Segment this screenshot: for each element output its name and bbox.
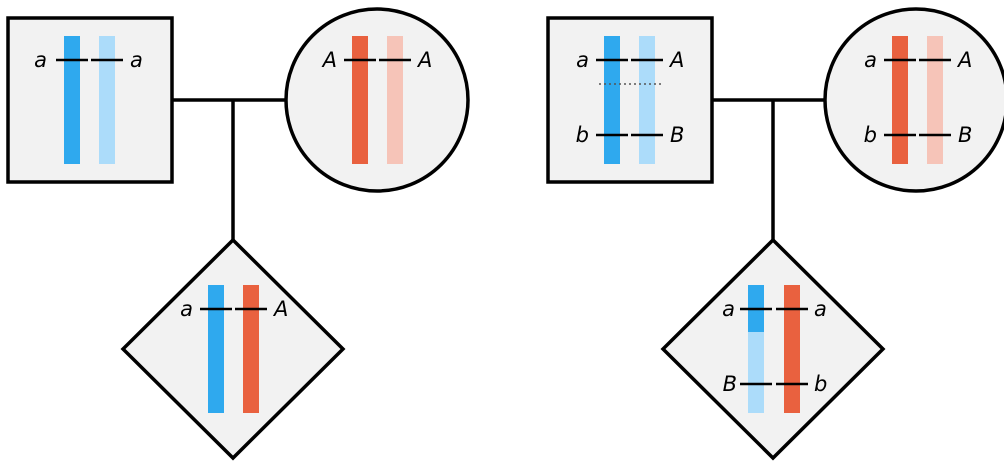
unknown-sex-symbol: [120, 237, 346, 461]
chromosome-red: [352, 36, 368, 164]
child-diamond: a A: [120, 237, 346, 461]
male-symbol: [546, 16, 714, 184]
chromosome-light-blue: [639, 36, 655, 164]
unknown-sex-symbol: [660, 237, 886, 461]
chromosome-blue: [64, 36, 80, 164]
allele-label: a: [864, 48, 877, 72]
mother-circle: A A: [284, 7, 470, 193]
allele-label: a: [180, 297, 193, 321]
allele-label: b: [864, 123, 877, 147]
allele-label: a: [34, 48, 47, 72]
allele-label: B: [670, 123, 684, 147]
right-pedigree: a A b B a A b B: [546, 7, 1004, 461]
allele-label: A: [668, 48, 684, 72]
chromosome-red: [784, 285, 800, 413]
allele-label: a: [722, 297, 735, 321]
allele-label: A: [321, 48, 337, 72]
left-pedigree: a a A A a A: [6, 7, 470, 461]
father-square: a A b B: [546, 16, 714, 184]
allele-label: b: [576, 123, 589, 147]
female-symbol: [823, 7, 1004, 193]
allele-label: A: [272, 297, 288, 321]
allele-label: B: [958, 123, 972, 147]
chromosome-light-red: [387, 36, 403, 164]
mother-circle: a A b B: [823, 7, 1004, 193]
allele-label: a: [130, 48, 143, 72]
father-square: a a: [6, 16, 174, 184]
allele-label: A: [416, 48, 432, 72]
allele-label: a: [814, 297, 827, 321]
chromosome-light-red: [927, 36, 943, 164]
allele-label: A: [956, 48, 972, 72]
chromosome-blue: [208, 285, 224, 413]
chromosome-red: [892, 36, 908, 164]
male-symbol: [6, 16, 174, 184]
female-symbol: [284, 7, 470, 193]
chromosome-light-blue: [99, 36, 115, 164]
chromosome-red: [243, 285, 259, 413]
child-diamond: a a B b: [660, 237, 886, 461]
allele-label: b: [814, 372, 827, 396]
allele-label: B: [723, 372, 737, 396]
chromosome-blue: [604, 36, 620, 164]
allele-label: a: [576, 48, 589, 72]
